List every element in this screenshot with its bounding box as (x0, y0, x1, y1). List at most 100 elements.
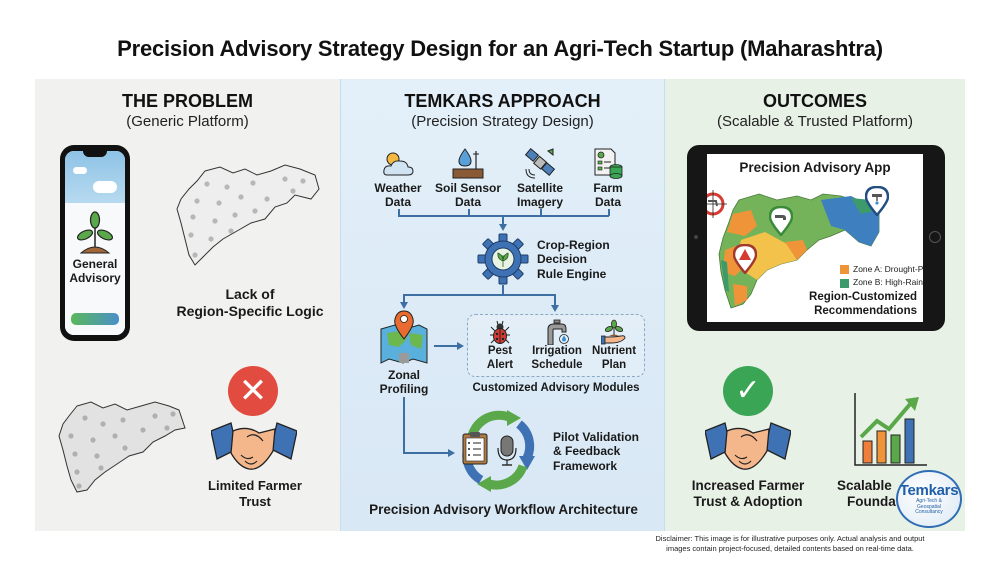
trust-adoption-line2: Trust & Adoption (693, 494, 803, 510)
legend-label: Zone B: High-Rainfall (853, 277, 923, 288)
logo-tagline: Agri-Tech & Geospatial Consultancy (915, 498, 943, 515)
arrow-down-icon (499, 224, 507, 231)
handshake-icon (705, 422, 791, 470)
map-legend: Zone A: Drought-Prone Zone B: High-Rainf… (840, 264, 923, 288)
check-circle-icon: ✓ (723, 366, 773, 416)
source-label: Data (384, 194, 411, 209)
problem-panel: THE PROBLEM (Generic Platform) General (35, 79, 340, 531)
approach-title: TEMKARS APPROACH (404, 91, 601, 111)
module-label: Pest (487, 345, 513, 357)
connector-line (398, 215, 609, 217)
pin-icon (769, 206, 793, 236)
legend-label: Zone A: Drought-Prone (853, 264, 923, 274)
problem-title: THE PROBLEM (121, 91, 253, 111)
gear-leaf-icon (477, 233, 529, 285)
phone-progress-bar (71, 313, 119, 325)
module-label: Plan (601, 358, 627, 371)
app-caption-line1: Region-Customized (809, 291, 917, 303)
source-label: Soil Sensor (434, 181, 502, 195)
pilot-label-line1: Pilot Validation (553, 430, 640, 444)
pin-icon (865, 186, 889, 216)
disclaimer-line1: Disclaimer: This image is for illustrati… (655, 534, 925, 543)
approach-panel: TEMKARS APPROACH (Precision Strategy Des… (340, 79, 665, 531)
faucet-icon (547, 319, 569, 345)
trust-caption-line1: Limited Farmer (208, 478, 302, 493)
zonal-label-line2: Profiling (379, 382, 429, 397)
app-caption-line2: Recommendations (814, 304, 917, 317)
connector-line (468, 209, 470, 216)
phone-label-line2: Advisory (69, 271, 121, 286)
source-label: Data (454, 194, 481, 209)
source-label: Weather (374, 181, 422, 195)
satellite-icon (524, 148, 556, 179)
outcomes-subtitle: (Scalable & Trusted Platform) (717, 113, 913, 130)
module-label: Schedule (531, 358, 583, 371)
connector-line (398, 209, 400, 216)
legend-zone-a: Zone A: Drought-Prone (840, 264, 923, 275)
weather-icon (383, 152, 414, 176)
feedback-cycle-icon (462, 410, 535, 492)
approach-heading: TEMKARS APPROACH (Precision Strategy Des… (341, 91, 664, 130)
source-label: Data (594, 194, 621, 209)
connector-line (540, 209, 542, 216)
source-label: Imagery (516, 194, 564, 209)
zonal-label-line1: Zonal (388, 368, 420, 382)
module-label: Nutrient (591, 345, 637, 357)
modules-caption: Customized Advisory Modules (472, 382, 640, 394)
engine-label-line1: Crop-Region (537, 238, 610, 252)
connector-line (502, 215, 504, 225)
connector-line (554, 294, 556, 306)
map-pin-icon (380, 310, 428, 364)
outcomes-heading: OUTCOMES (Scalable & Trusted Platform) (665, 91, 965, 130)
logo-name: Temkars (899, 482, 959, 499)
seedling-icon (76, 211, 114, 254)
outcomes-title: OUTCOMES (762, 91, 867, 111)
trust-caption-line2: Trust (239, 493, 271, 509)
maharashtra-map-icon (58, 401, 186, 493)
phone-label-line1: General (72, 257, 118, 271)
scalable-caption-line1: Scalable (837, 478, 892, 493)
problem-subtitle: (Generic Platform) (126, 113, 249, 130)
cloud-icon (73, 167, 87, 174)
connector-line (403, 294, 405, 303)
maharashtra-map-icon (176, 164, 320, 266)
connector-line (403, 294, 555, 296)
engine-label-line3: Rule Engine (537, 266, 607, 281)
x-circle-icon: ✕ (228, 366, 278, 416)
map-caption-line2: Region-Specific Logic (176, 302, 324, 319)
engine-label-line2: Decision (537, 252, 588, 267)
scalable-caption-line2: Founda (847, 494, 896, 510)
bug-icon (490, 320, 510, 344)
disclaimer-line2: images contain project-focused, detailed… (666, 544, 914, 554)
workflow-footer: Precision Advisory Workflow Architecture (369, 502, 638, 517)
connector-line (608, 209, 610, 216)
tablet-icon: Precision Advisory App (687, 145, 945, 331)
legend-zone-b: Zone B: High-Rainfall (840, 277, 923, 288)
pilot-label-line3: Framework (553, 458, 618, 473)
source-label: Satellite (516, 181, 564, 195)
trust-adoption-line1: Increased Farmer (691, 478, 805, 493)
target-icon (707, 190, 727, 218)
smartphone-icon: General Advisory (60, 145, 130, 341)
map-caption-line1: Lack of (225, 286, 275, 302)
temkars-logo: Temkars Agri-Tech & Geospatial Consultan… (896, 470, 962, 528)
approach-subtitle: (Precision Strategy Design) (411, 113, 594, 130)
hand-plant-icon (601, 319, 626, 345)
farm-data-icon (594, 148, 623, 179)
page-title: Precision Advisory Strategy Design for a… (117, 36, 883, 61)
arrow-down-icon (400, 302, 408, 309)
connector-line (403, 397, 405, 453)
problem-heading: THE PROBLEM (Generic Platform) (35, 91, 340, 130)
arrow-right-icon (457, 342, 464, 350)
module-label: Alert (486, 358, 514, 371)
source-label: Farm (593, 181, 623, 195)
growth-chart-icon (854, 393, 927, 466)
connector-line (434, 345, 458, 347)
